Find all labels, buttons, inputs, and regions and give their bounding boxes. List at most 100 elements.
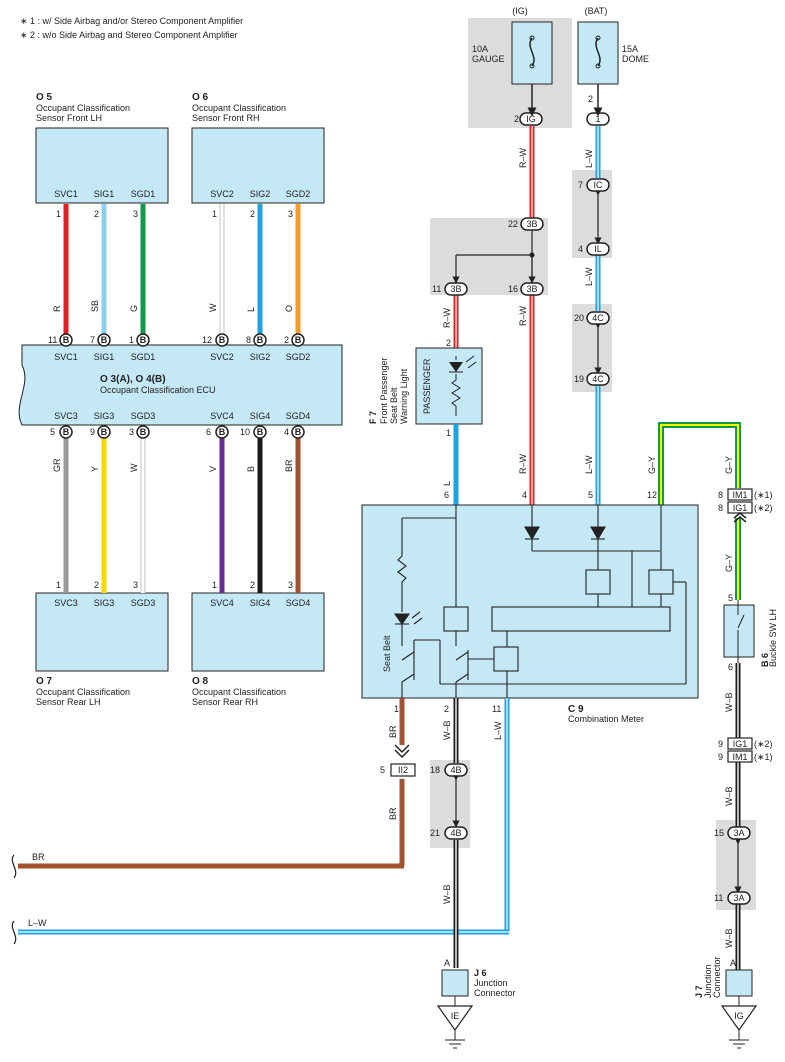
svg-text:O 8: O 8 <box>192 676 209 687</box>
svg-text:SIG2: SIG2 <box>250 352 271 362</box>
svg-text:B: B <box>101 335 108 345</box>
svg-text:2: 2 <box>284 335 289 345</box>
svg-text:3: 3 <box>288 209 293 219</box>
junction-j6: A IE J 6 Junction Connector <box>436 958 516 1049</box>
svg-text:SB: SB <box>90 300 100 312</box>
svg-text:B: B <box>295 335 302 345</box>
svg-text:Y: Y <box>90 466 100 472</box>
svg-text:Occupant Classification: Occupant Classification <box>192 687 286 697</box>
sensor-o8: SVC4 SIG4 SGD4 O 8 Occupant Classificati… <box>191 592 325 707</box>
svg-text:B: B <box>101 427 108 437</box>
svg-text:4B: 4B <box>450 765 461 775</box>
svg-text:4: 4 <box>578 244 583 254</box>
svg-text:V: V <box>208 466 218 472</box>
svg-text:12: 12 <box>647 490 657 500</box>
svg-text:2: 2 <box>514 114 519 124</box>
svg-text:SGD1: SGD1 <box>131 352 156 362</box>
svg-text:O: O <box>284 305 294 312</box>
svg-text:SVC4: SVC4 <box>210 411 234 421</box>
svg-text:Buckle SW LH: Buckle SW LH <box>768 609 778 667</box>
svg-text:O 3(A), O 4(B): O 3(A), O 4(B) <box>100 374 166 385</box>
svg-text:1: 1 <box>129 335 134 345</box>
buckle-sw-b6: 5 6 B 6 Buckle SW LH <box>723 593 778 672</box>
svg-text:(BAT): (BAT) <box>585 6 608 16</box>
sensor-o6: O 6 Occupant Classification Sensor Front… <box>191 92 325 204</box>
svg-text:F 7: F 7 <box>368 411 378 424</box>
note-2: ∗ 2 : w/o Side Airbag and Stereo Compone… <box>20 30 238 40</box>
ecu-box: SVC1 SIG1 SGD1 SVC2 SIG2 SGD2 O 3(A), O … <box>18 344 343 426</box>
svg-text:IG: IG <box>734 1011 744 1021</box>
svg-text:SIG3: SIG3 <box>94 411 115 421</box>
svg-text:SVC1: SVC1 <box>54 352 78 362</box>
wire-wb-left: 4B 18 4B 21 <box>430 698 468 968</box>
wire-gy <box>658 422 741 600</box>
wires-rear-sensors <box>63 438 301 593</box>
wire-label-wb-r1: W–B <box>724 692 734 712</box>
sensor-wire-labels: R SB G W L O GR Y W V B BR <box>52 300 294 472</box>
svg-text:W: W <box>129 463 139 472</box>
svg-text:Junction: Junction <box>703 964 713 998</box>
svg-text:9: 9 <box>90 427 95 437</box>
svg-text:II2: II2 <box>398 765 408 775</box>
svg-text:5: 5 <box>728 593 733 603</box>
svg-text:2: 2 <box>444 704 449 714</box>
wire-br <box>11 698 410 879</box>
wire-label-wb-l1: W–B <box>442 720 452 740</box>
connector-3a: 3A 15 3A 11 <box>714 826 751 905</box>
svg-text:15: 15 <box>714 828 724 838</box>
svg-text:J 7: J 7 <box>694 985 704 998</box>
wire-label-l: L <box>442 481 452 486</box>
wire-label-lw-2: L–W <box>584 267 594 286</box>
svg-text:12: 12 <box>202 335 212 345</box>
svg-text:2: 2 <box>588 94 593 104</box>
svg-text:8: 8 <box>718 503 723 513</box>
svg-text:Seat Belt: Seat Belt <box>382 635 392 672</box>
svg-text:GR: GR <box>52 458 62 472</box>
svg-text:GAUGE: GAUGE <box>472 54 505 64</box>
wire-label-wb-r2: W–B <box>724 786 734 806</box>
svg-text:SVC1: SVC1 <box>54 189 78 199</box>
svg-text:SVC3: SVC3 <box>54 598 78 608</box>
wire-label-br-3: BR <box>32 852 45 862</box>
svg-text:IG1: IG1 <box>733 503 748 513</box>
fuse-gauge: (IG) 10A GAUGE 2 IG <box>472 6 553 126</box>
wire-label-lw-5: L–W <box>28 918 47 928</box>
svg-text:3B: 3B <box>526 219 537 229</box>
svg-text:SGD3: SGD3 <box>131 411 156 421</box>
wire-label-wb-l2: W–B <box>442 884 452 904</box>
wire-label-lw-4: L–W <box>493 721 503 740</box>
svg-text:Connector: Connector <box>474 988 516 998</box>
svg-text:22: 22 <box>508 219 518 229</box>
svg-text:R: R <box>52 305 62 312</box>
svg-text:Junction: Junction <box>474 978 508 988</box>
svg-text:(∗2): (∗2) <box>754 739 773 749</box>
svg-text:B: B <box>257 427 264 437</box>
svg-text:7: 7 <box>578 180 583 190</box>
svg-text:2: 2 <box>446 338 451 348</box>
svg-text:2: 2 <box>94 580 99 590</box>
svg-text:Combination Meter: Combination Meter <box>568 714 644 724</box>
svg-text:11: 11 <box>48 335 57 345</box>
svg-text:B 6: B 6 <box>760 653 770 667</box>
svg-text:16: 16 <box>508 284 518 294</box>
sensor-pin-numbers: 1 2 3 1 2 3 1 2 3 1 2 3 <box>56 209 293 590</box>
svg-text:SIG1: SIG1 <box>94 352 115 362</box>
svg-text:2: 2 <box>94 209 99 219</box>
svg-text:B: B <box>63 427 70 437</box>
svg-text:IM1: IM1 <box>732 752 747 762</box>
combination-meter-c9: 6 4 5 12 1 2 11 C 9 Combination Meter Se… <box>361 490 699 724</box>
svg-text:SGD1: SGD1 <box>131 189 156 199</box>
svg-text:9: 9 <box>718 739 723 749</box>
svg-text:7: 7 <box>90 335 95 345</box>
svg-text:4C: 4C <box>592 313 604 323</box>
svg-text:SIG4: SIG4 <box>250 411 271 421</box>
svg-text:IG: IG <box>526 114 536 124</box>
svg-text:11: 11 <box>714 893 723 903</box>
svg-text:Occupant Classification: Occupant Classification <box>36 103 130 113</box>
connector-ii2: II2 5 <box>380 763 416 777</box>
junction-j7: A IG J 7 Junction Connector <box>694 956 758 1049</box>
wire-label-wb-r3: W–B <box>724 928 734 948</box>
wire-label-gy-3: G–Y <box>724 554 734 572</box>
svg-text:B: B <box>140 427 147 437</box>
note-1: ∗ 1 : w/ Side Airbag and/or Stereo Compo… <box>20 16 243 26</box>
